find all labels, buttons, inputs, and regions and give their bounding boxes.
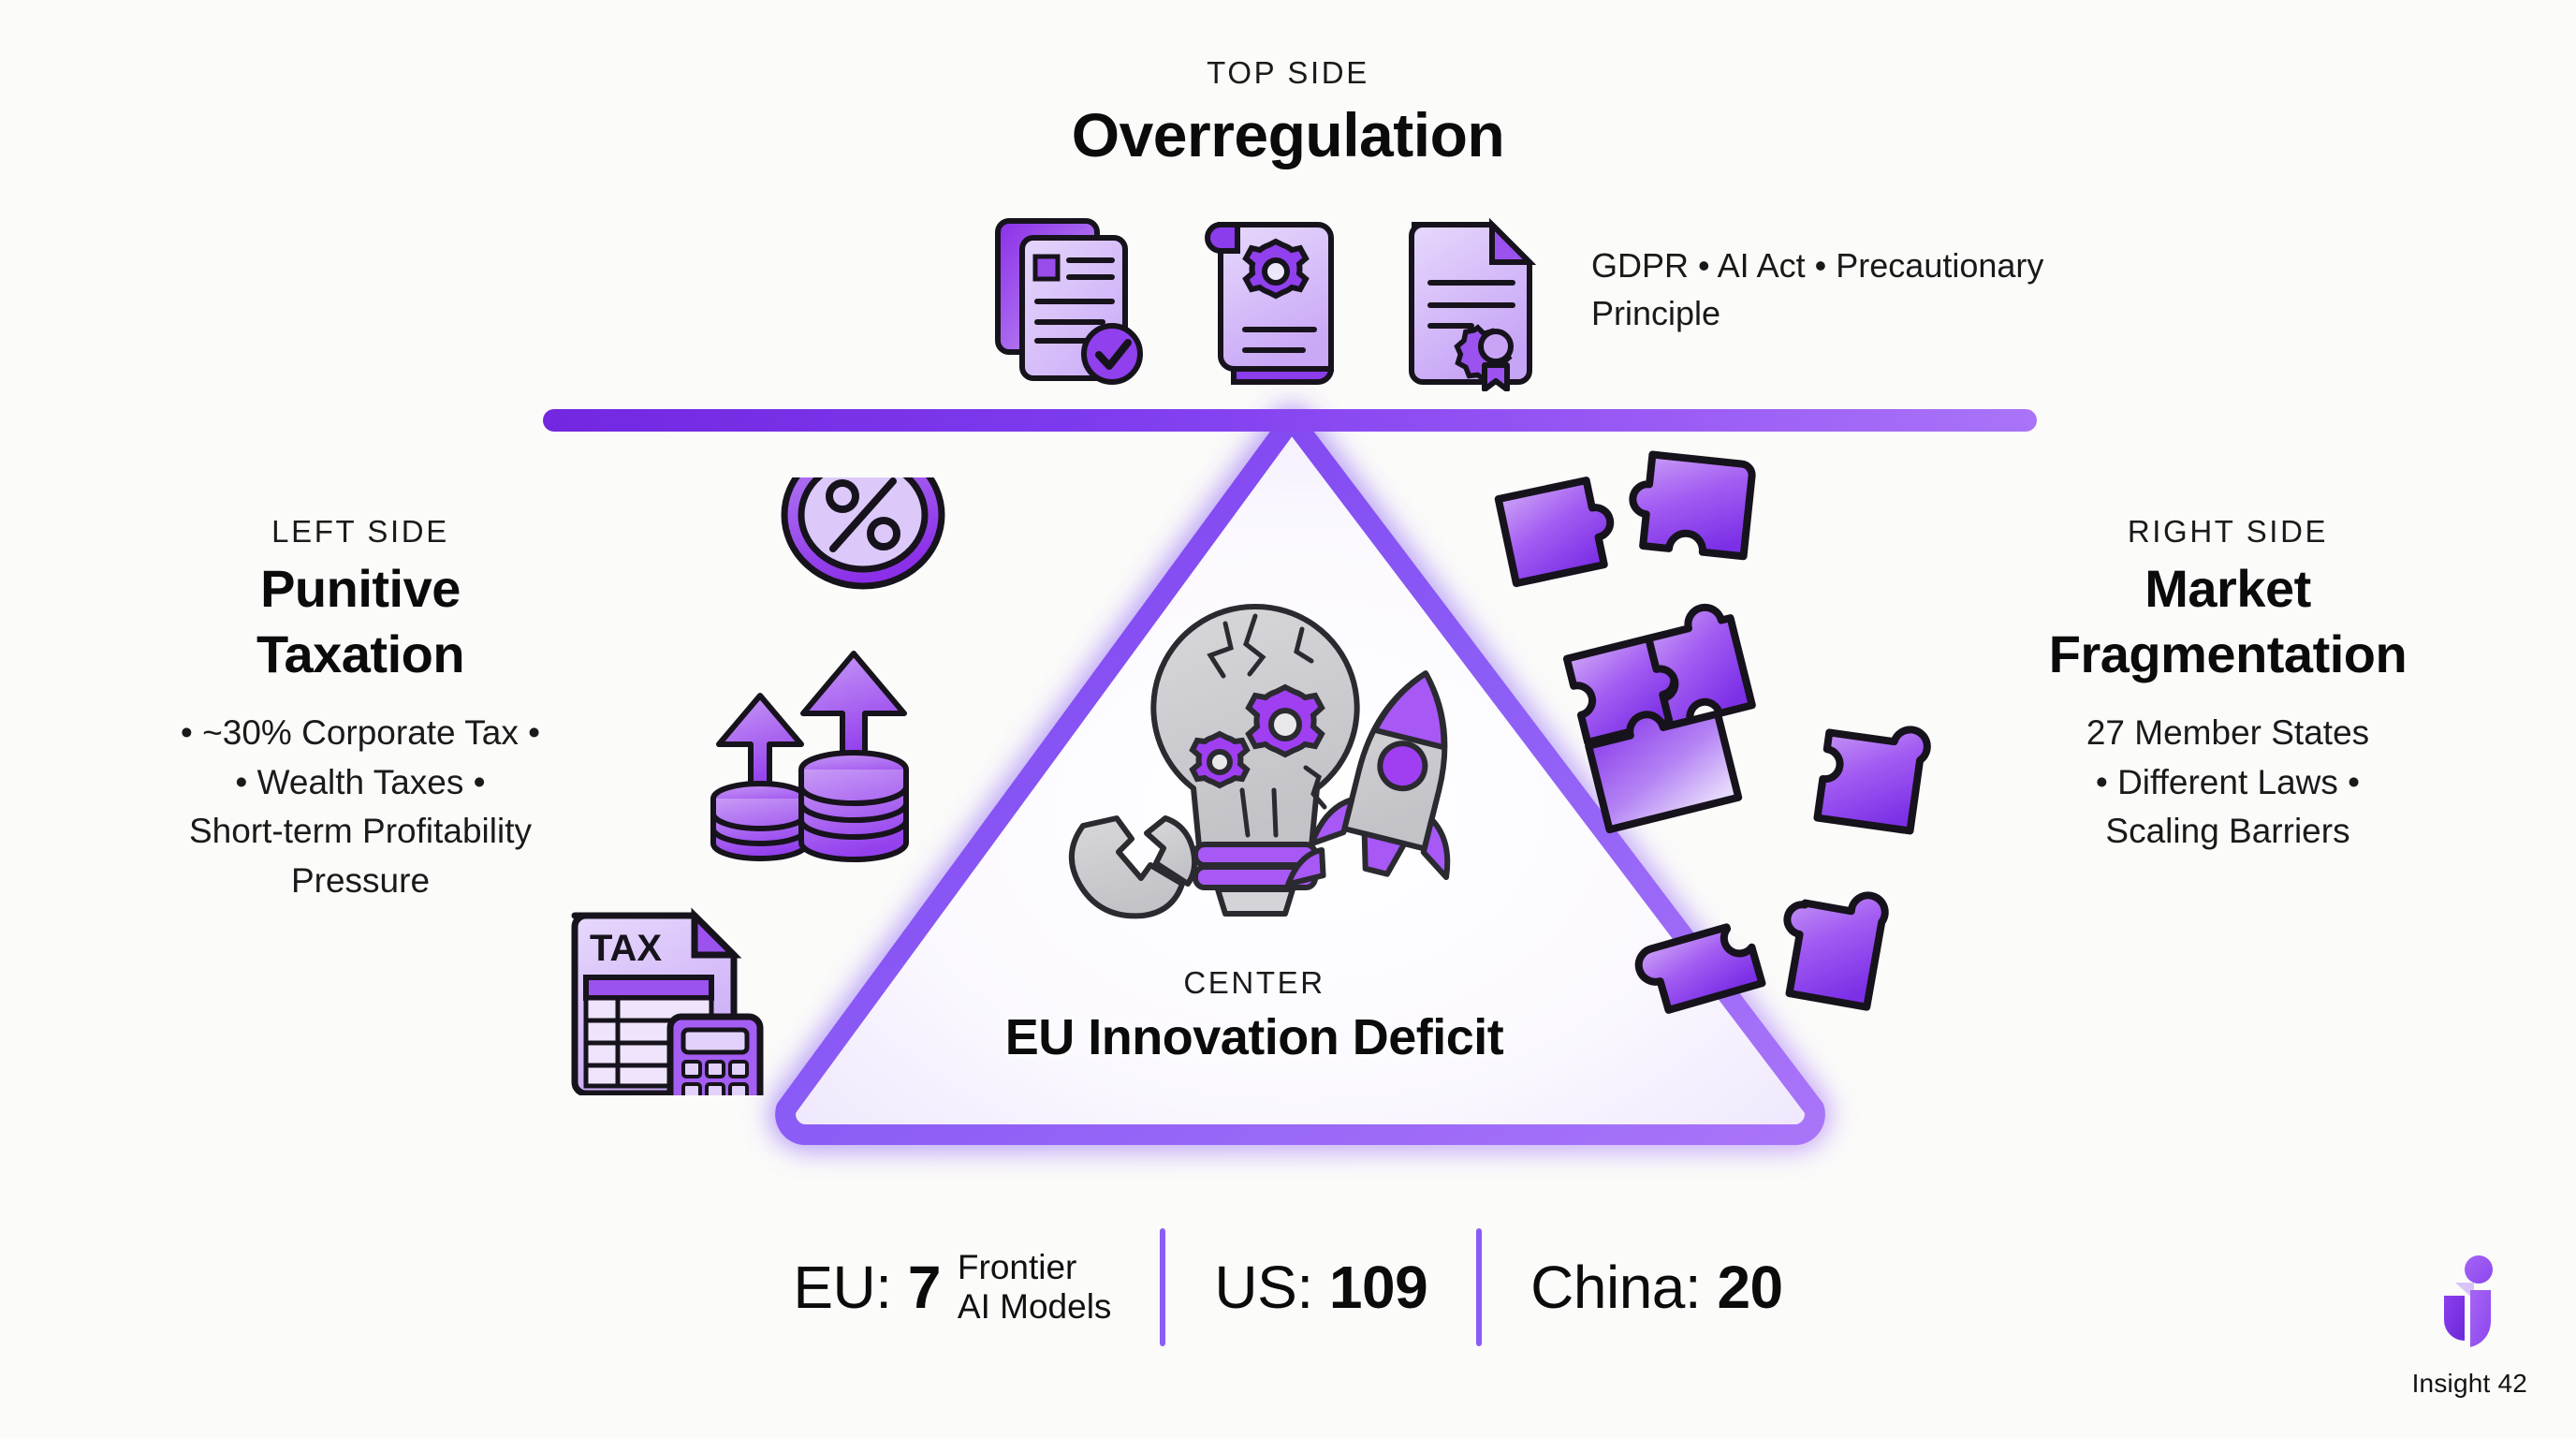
left-detail-line4: Pressure (290, 860, 431, 900)
center-title: EU Innovation Deficit (1004, 1008, 1504, 1065)
stat-eu-sublabel: Frontier AI Models (958, 1248, 1112, 1327)
taxation-art: TAX (552, 440, 1030, 1118)
center-group: CENTER EU Innovation Deficit (964, 964, 1544, 1064)
scroll-gear-icon (1189, 213, 1357, 391)
stat-us-main: US: 109 (1214, 1253, 1427, 1322)
left-side-title-line2: Taxation (256, 624, 465, 684)
stat-eu-sub-line1: Frontier (957, 1247, 1077, 1286)
stat-eu: EU: 7 Frontier AI Models (793, 1248, 1111, 1327)
right-side-title-line1: Market (2144, 558, 2311, 618)
svg-text:TAX: TAX (590, 928, 662, 969)
stat-eu-sub-line2: AI Models (957, 1287, 1112, 1326)
top-side-group: TOP SIDE Overregulation (0, 54, 2576, 168)
top-side-kicker: TOP SIDE (1207, 55, 1369, 90)
left-side-kicker: LEFT SIDE (271, 514, 449, 549)
stat-us-prefix: US: (1214, 1254, 1329, 1321)
right-side-group: RIGHT SIDE Market Fragmentation 27 Membe… (1928, 513, 2527, 857)
right-side-kicker: RIGHT SIDE (2127, 514, 2329, 549)
stat-china-prefix: China: (1530, 1254, 1718, 1321)
grey-rocket-icon (1285, 670, 1451, 888)
scattered-puzzle-pieces-icon (1479, 440, 2031, 1133)
stat-china-value: 20 (1717, 1254, 1783, 1321)
stat-us: US: 109 (1214, 1253, 1427, 1322)
stat-eu-value: 7 (907, 1254, 942, 1321)
stat-us-value: 109 (1328, 1254, 1428, 1321)
left-detail-line2: • Wealth Taxes • (235, 762, 486, 801)
certificate-seal-icon (1385, 213, 1554, 392)
left-detail-line1: • ~30% Corporate Tax • (180, 713, 541, 753)
innovation-deficit-art (1025, 590, 1493, 955)
stat-china: China: 20 (1530, 1253, 1783, 1322)
center-kicker: CENTER (1183, 965, 1325, 1000)
insight42-bird-mark-icon (2435, 1253, 2504, 1361)
stat-china-main: China: 20 (1530, 1253, 1783, 1322)
pressure-beam (543, 409, 2037, 432)
brand-logo-text: Insight 42 (2411, 1369, 2527, 1398)
stat-eu-prefix: EU: (793, 1254, 908, 1321)
frontier-model-stats: EU: 7 Frontier AI Models US: 109 China: … (0, 1222, 2576, 1353)
stat-divider-2 (1476, 1228, 1483, 1346)
right-side-title-line2: Fragmentation (2048, 624, 2408, 684)
regulation-icon-row (992, 213, 1554, 392)
right-detail-line3: Scaling Barriers (2105, 812, 2350, 851)
broken-shell-icon (1068, 815, 1198, 919)
cracked-lightbulb-gears-icon (1150, 603, 1360, 917)
stat-divider-1 (1160, 1228, 1166, 1346)
rising-coin-stacks-icon (710, 651, 909, 862)
tax-form-calculator-icon: TAX (571, 907, 764, 1118)
right-detail-line2: • Different Laws • (2095, 762, 2361, 801)
brand-logo: Insight 42 (2412, 1253, 2527, 1399)
top-side-detail: GDPR • AI Act • Precautionary Principle (1591, 246, 2044, 333)
percent-badge-icon (781, 440, 945, 590)
documents-check-icon (992, 213, 1161, 391)
left-side-title-line1: Punitive (260, 558, 461, 618)
left-side-group: LEFT SIDE Punitive Taxation • ~30% Corpo… (61, 513, 660, 905)
left-detail-line3: Short-term Profitability (189, 812, 532, 851)
stat-eu-main: EU: 7 (793, 1253, 941, 1322)
right-detail-line1: 27 Member States (2086, 713, 2370, 753)
top-side-title: Overregulation (1071, 99, 1505, 169)
